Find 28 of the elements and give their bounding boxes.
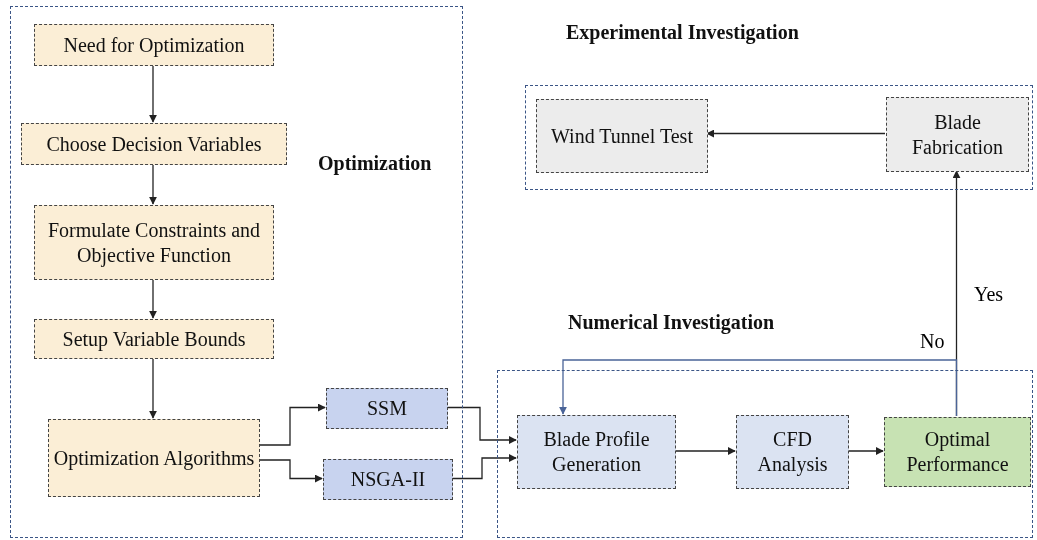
arrow (559, 359, 958, 417)
group-frame (10, 6, 463, 538)
process-box: Setup Variable Bounds (34, 319, 274, 359)
arrow (149, 357, 157, 419)
arrow (149, 278, 157, 319)
process-box: Optimization Algorithms (48, 419, 260, 497)
process-box: Need for Optimization (34, 24, 274, 66)
arrow (706, 129, 886, 138)
process-box: SSM (326, 388, 448, 429)
process-box: Blade Fabrication (886, 97, 1029, 172)
process-box: Optimal Performance (884, 417, 1031, 487)
arrow (149, 64, 157, 123)
arrow (674, 447, 736, 455)
group-heading: Experimental Investigation (566, 21, 799, 44)
process-box: Wind Tunnel Test (536, 99, 708, 173)
arrow (847, 447, 884, 455)
arrow (258, 403, 326, 446)
process-box: Formulate Constraints and Objective Function (34, 205, 274, 280)
process-box: Blade Profile Generation (517, 415, 676, 489)
process-box: NSGA-II (323, 459, 453, 500)
process-box: Choose Decision Variables (21, 123, 287, 165)
process-box: CFD Analysis (736, 415, 849, 489)
arrow (149, 163, 157, 205)
group-heading: Numerical Investigation (568, 311, 775, 334)
arrow (446, 406, 517, 444)
arrow (451, 454, 517, 480)
group-heading: Optimization (318, 152, 432, 175)
arrow (258, 459, 323, 483)
